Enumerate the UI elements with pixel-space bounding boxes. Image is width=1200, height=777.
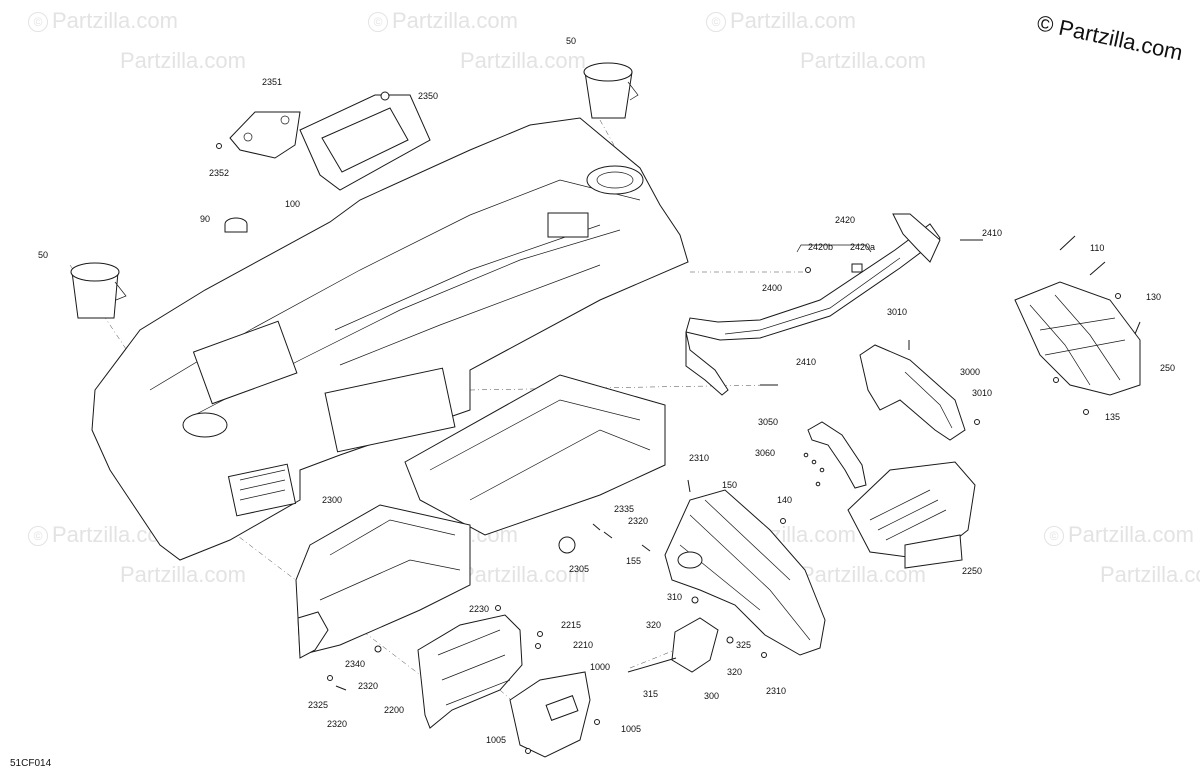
callout-140: 140 <box>777 495 793 505</box>
watermark: Partzilla.com <box>120 562 246 587</box>
callout-3010: 3010 <box>972 388 993 398</box>
plug-90 <box>224 217 248 233</box>
callout-315: 315 <box>643 689 659 699</box>
watermark: ©Partzilla.com <box>1044 522 1194 548</box>
callout-320: 320 <box>646 620 662 630</box>
callout-100: 100 <box>285 199 301 209</box>
callout-150: 150 <box>722 480 738 490</box>
vent-panel-2250 <box>847 461 976 569</box>
callout-2351: 2351 <box>262 77 283 87</box>
rail-2400 <box>685 213 983 396</box>
callout-155: 155 <box>626 556 642 566</box>
cover-1000 <box>509 671 600 758</box>
callout-325: 325 <box>736 640 752 650</box>
bracket-150 <box>664 489 826 658</box>
callout-2250: 2250 <box>962 566 983 576</box>
bracket-250 <box>1014 235 1141 415</box>
callout-3000: 3000 <box>960 367 981 377</box>
callout-2335: 2335 <box>614 504 635 514</box>
watermark: Partzilla.com <box>800 48 926 73</box>
diagram-code: 51CF014 <box>10 758 52 769</box>
callout-2210: 2210 <box>573 640 594 650</box>
callout-3050: 3050 <box>758 417 779 427</box>
callout-2410: 2410 <box>796 357 817 367</box>
cup-holder-50-left <box>70 262 127 319</box>
callout-2325: 2325 <box>308 700 329 710</box>
callout-2410: 2410 <box>982 228 1003 238</box>
watermark: ©Partzilla.com <box>28 8 178 34</box>
callout-2400: 2400 <box>762 283 783 293</box>
cluster-bracket-2351 <box>229 111 301 159</box>
storage-tray-upper <box>404 374 691 536</box>
callout-2305: 2305 <box>569 564 590 574</box>
callout-130: 130 <box>1146 292 1162 302</box>
bracket-3050 <box>803 421 867 489</box>
fasteners-lower-left <box>297 611 382 691</box>
watermark: Partzilla.com <box>460 48 586 73</box>
watermark: ©Partzilla.com <box>368 8 518 34</box>
callout-320: 320 <box>727 667 743 677</box>
callout-2300: 2300 <box>322 495 343 505</box>
callout-50: 50 <box>38 250 49 260</box>
callout-2350: 2350 <box>418 91 439 101</box>
dashboard-body <box>91 117 689 561</box>
callout-110: 110 <box>1090 243 1105 253</box>
watermark: Partzilla.com <box>1100 562 1200 587</box>
callout-1005: 1005 <box>486 735 507 745</box>
watermark: ©Partzilla.com <box>706 8 856 34</box>
callout-250: 250 <box>1160 363 1176 373</box>
panel-2200 <box>417 605 543 729</box>
callout-2420b: 2420b <box>808 242 834 252</box>
callout-2420: 2420 <box>835 215 856 225</box>
callout-1000: 1000 <box>590 662 611 672</box>
watermark: Partzilla.com <box>120 48 246 73</box>
watermark: Partzilla.com <box>460 562 586 587</box>
callout-1005: 1005 <box>621 724 642 734</box>
callout-300: 300 <box>704 691 720 701</box>
tilt-mechanism-300 <box>627 596 734 673</box>
callout-50: 50 <box>566 36 577 46</box>
callout-2340: 2340 <box>345 659 366 669</box>
callout-2420a: 2420a <box>850 242 876 252</box>
callout-2320: 2320 <box>628 516 649 526</box>
callout-3060: 3060 <box>755 448 776 458</box>
screw-2352 <box>216 143 222 149</box>
panel-3000 <box>859 340 980 441</box>
callout-2320: 2320 <box>327 719 348 729</box>
cup-holder-50-top <box>583 62 639 119</box>
callout-3010: 3010 <box>887 307 908 317</box>
callout-2320: 2320 <box>358 681 379 691</box>
callout-2215: 2215 <box>561 620 582 630</box>
callout-310: 310 <box>667 592 683 602</box>
callout-135: 135 <box>1105 412 1121 422</box>
callout-2230: 2230 <box>469 604 490 614</box>
callout-90: 90 <box>200 214 211 224</box>
storage-tray-2300 <box>295 504 651 656</box>
callout-2352: 2352 <box>209 168 230 178</box>
callout-2200: 2200 <box>384 705 405 715</box>
callout-2310: 2310 <box>766 686 787 696</box>
callout-2310: 2310 <box>689 453 710 463</box>
gauge-cluster-2350 <box>299 91 431 191</box>
